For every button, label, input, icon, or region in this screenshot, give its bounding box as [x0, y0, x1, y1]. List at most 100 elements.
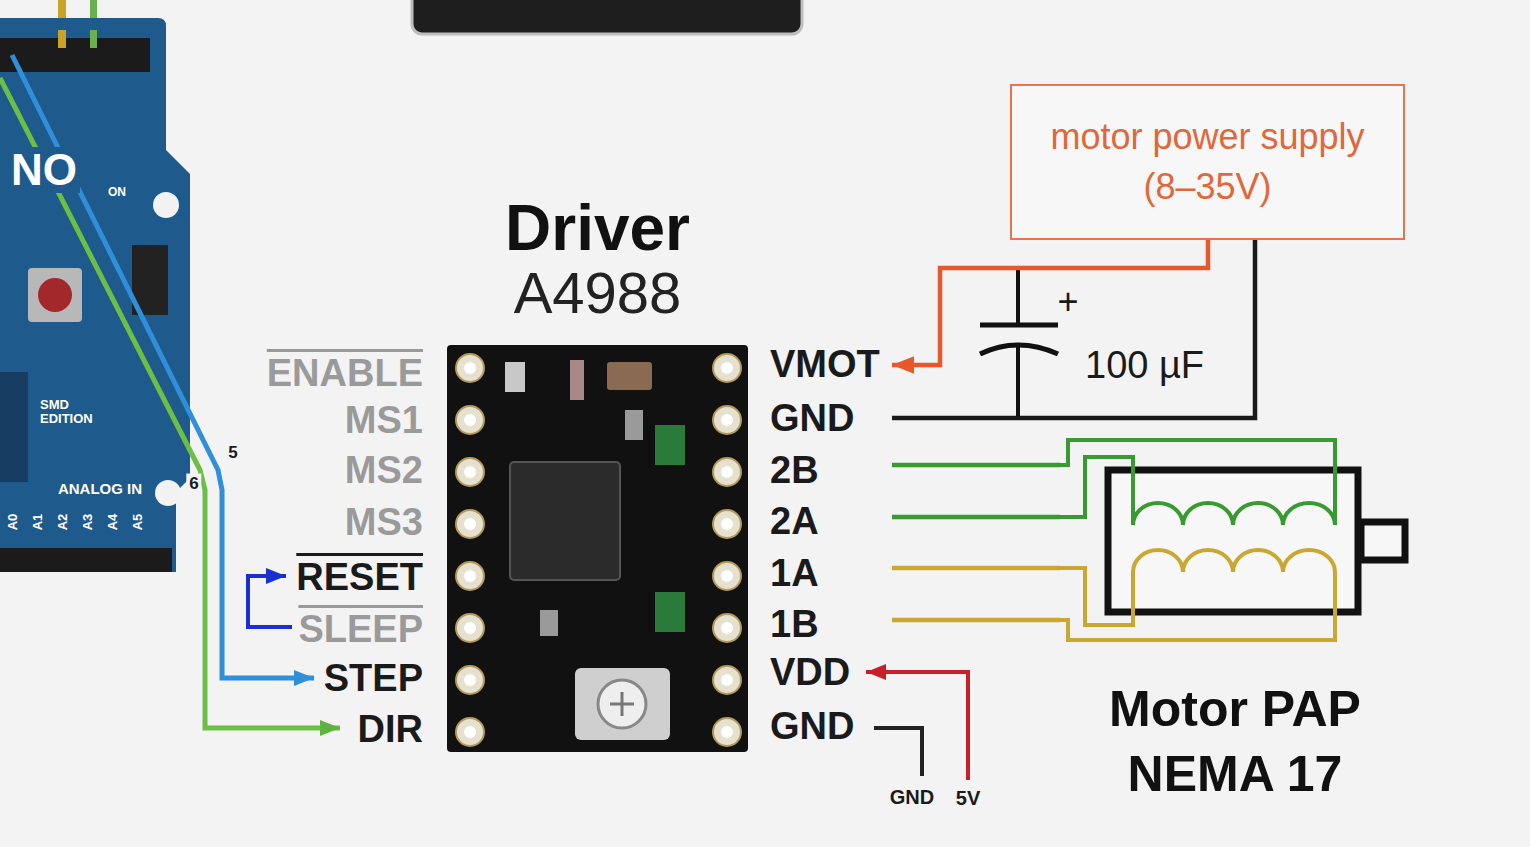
coil: [1133, 550, 1335, 572]
pin-number: A2: [56, 514, 69, 531]
polarity-mark: +: [1057, 284, 1078, 320]
board-text: ON: [108, 186, 126, 198]
pin-hole: [713, 614, 741, 642]
pin-hole: [456, 354, 484, 382]
pin-hole-center: [464, 362, 476, 374]
motor-shaft: [1361, 522, 1405, 560]
pin-label: MS3: [345, 503, 423, 541]
sense-resistor: [655, 592, 685, 632]
pin-hole: [713, 718, 741, 746]
module-body: [412, 0, 802, 34]
power-supply-box: motor power supply (8–35V): [1010, 84, 1405, 240]
potentiometer-knob: [598, 680, 646, 728]
motor-body: [1108, 470, 1358, 612]
supply-label: 5V: [956, 788, 980, 808]
pin-number: 5: [225, 443, 240, 462]
reset-button: [28, 268, 82, 322]
coil-wire: [1060, 457, 1133, 525]
potentiometer-slot: [610, 692, 634, 716]
resistor-part: [570, 360, 584, 400]
pin-hole: [456, 614, 484, 642]
pin-hole-center: [721, 570, 733, 582]
pin-label: VMOT: [770, 345, 880, 383]
board-pcb: [0, 18, 190, 572]
pin-hole-center: [721, 414, 733, 426]
pin-label: ENABLE: [267, 352, 423, 392]
node-text-group: DriverA4988: [447, 195, 748, 323]
pin-hole: [456, 458, 484, 486]
node-title: Motor PAP NEMA 17: [1060, 677, 1410, 807]
jumper-wire: [58, 30, 66, 48]
capacitor-lead: [1016, 346, 1020, 418]
capacitor-part: [607, 362, 652, 390]
capacitor-value: 100 µF: [1085, 346, 1204, 384]
wire-connector: [892, 566, 1060, 571]
driver-board: [447, 345, 748, 752]
pin-label: VDD: [770, 653, 850, 691]
vdd-wire: [866, 672, 968, 780]
pin-hole-center: [464, 622, 476, 634]
pin-hole-center: [721, 518, 733, 530]
pin-hole-center: [721, 674, 733, 686]
board-text: SMD EDITION: [40, 398, 110, 427]
pin-hole: [456, 666, 484, 694]
pin-hole-center: [464, 518, 476, 530]
pin-label: 1A: [770, 554, 819, 592]
pin-hole-center: [464, 570, 476, 582]
capacitor-plate: [980, 323, 1058, 328]
driver-chip: [510, 462, 620, 580]
pin-header: [0, 38, 150, 72]
pin-number: A0: [6, 514, 19, 531]
pin-label: MS1: [345, 401, 423, 439]
pin-header: [0, 548, 172, 572]
top-module: [412, 0, 802, 34]
wire-connector: [892, 618, 1060, 623]
pin-hole: [713, 510, 741, 538]
logic-power-wires: [866, 672, 968, 780]
pin-label: GND: [770, 399, 854, 437]
reset-sleep-jumper: [248, 576, 292, 627]
pin-hole: [713, 354, 741, 382]
wire-connector: [892, 515, 1060, 520]
pin-label: MS2: [345, 451, 423, 489]
dir-wire: [0, 78, 340, 728]
pin-label: 2A: [770, 502, 819, 540]
node-subtitle: A4988: [447, 262, 748, 323]
coil: [1133, 503, 1335, 525]
stepper-motor: Motor PAP NEMA 17: [1060, 425, 1410, 815]
node-text-group: motor power supply (8–35V): [1030, 112, 1385, 212]
pin-hole: [713, 666, 741, 694]
chip: [0, 372, 28, 482]
pin-hole-center: [721, 362, 733, 374]
pin-hole: [456, 718, 484, 746]
wire-connector: [892, 240, 1255, 418]
pin-label: 1B: [770, 605, 819, 643]
pin-hole: [713, 562, 741, 590]
pin-number: A1: [31, 514, 44, 531]
pin-label: DIR: [358, 710, 423, 748]
pin-label: 2B: [770, 451, 819, 489]
wire-connector: [892, 463, 1060, 468]
pin-hole: [713, 458, 741, 486]
pin-label: SLEEP: [298, 608, 423, 648]
potentiometer: [575, 668, 670, 740]
pin-hole-center: [721, 466, 733, 478]
resistor-part: [540, 610, 558, 636]
capacitor-lead: [1016, 268, 1020, 325]
pcb: [447, 345, 748, 752]
coil-wire: [1060, 572, 1335, 640]
stepper-motor-drawing: [1060, 440, 1405, 640]
pin-number: A3: [81, 514, 94, 531]
mounting-hole: [155, 480, 181, 506]
coil-wire: [1060, 440, 1335, 525]
pin-number: 6: [186, 474, 201, 493]
pin-hole-center: [464, 726, 476, 738]
reset-button-cap: [38, 278, 72, 312]
pin-hole-center: [721, 726, 733, 738]
pin-label: STEP: [324, 659, 423, 697]
gnd-wire: [874, 728, 922, 776]
pin-label: GND: [770, 707, 854, 745]
resistor-part: [505, 362, 525, 392]
